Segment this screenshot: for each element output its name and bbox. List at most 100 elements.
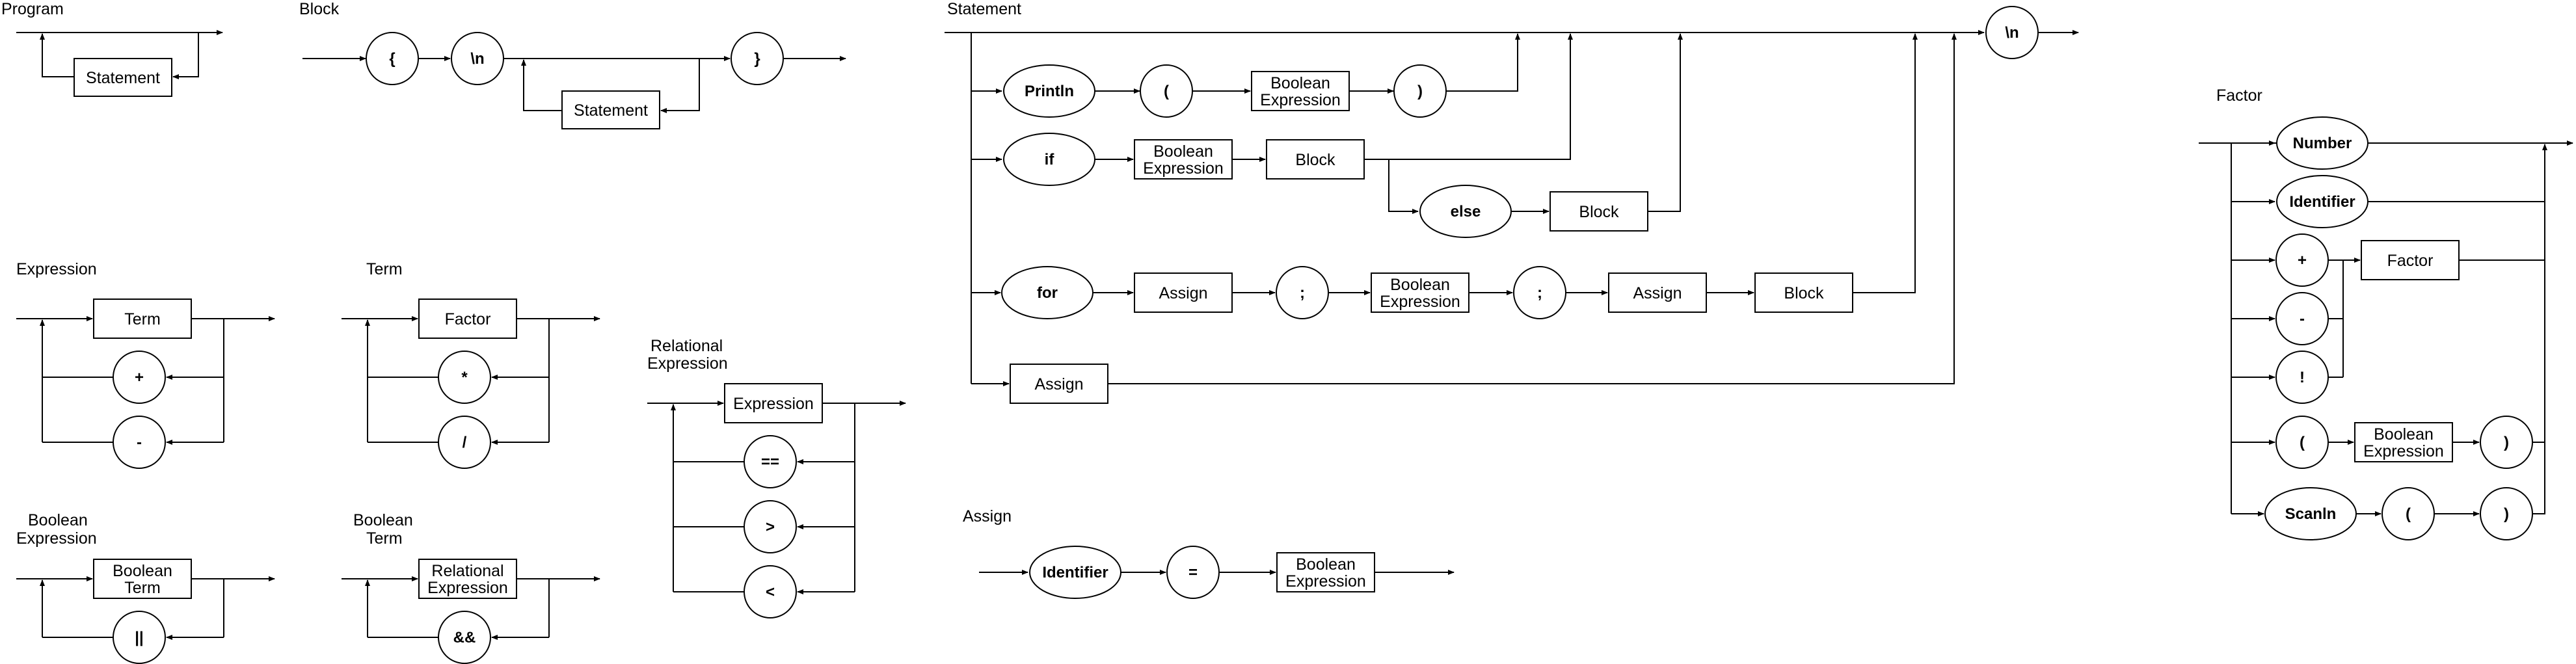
- term-divide-label: /: [463, 434, 467, 451]
- statement-if-block-box: [1266, 139, 1365, 179]
- factor-factor-box: [2361, 240, 2460, 280]
- statement-for-expression-box: [1371, 272, 1469, 313]
- assign-expression-box: [1276, 552, 1375, 592]
- relational-expression-diagram: Relational Expression Expression == > <: [647, 337, 906, 618]
- statement-title: Statement: [947, 0, 1021, 18]
- term-factor-box: [418, 299, 517, 339]
- statement-println-expression-box: [1251, 71, 1350, 111]
- boolean-term-relational-box: [418, 559, 517, 599]
- factor-diagram: Factor Number Identifier + - ! Factor: [2199, 86, 2573, 540]
- factor-expression-box: [2354, 422, 2453, 462]
- boolean-expression-term-line2: Term: [124, 579, 161, 597]
- statement-for-assign-label-2: Assign: [1633, 284, 1682, 302]
- factor-number-oval: [2276, 116, 2368, 170]
- relational-lt-label: <: [766, 583, 775, 601]
- factor-scan-open-paren-label: (: [2406, 505, 2411, 523]
- statement-for-expression-line1: Boolean: [1390, 276, 1450, 294]
- statement-if-expression-line2: Expression: [1143, 159, 1224, 178]
- factor-scan-close-paren-label: ): [2504, 505, 2509, 523]
- statement-println-expression-line2: Expression: [1260, 91, 1341, 109]
- factor-identifier-label: Identifier: [2289, 193, 2355, 211]
- statement-for-expression-line2: Expression: [1380, 293, 1460, 311]
- program-diagram: Program Statement: [1, 0, 223, 97]
- block-title: Block: [299, 0, 340, 18]
- relational-title-line1: Relational: [651, 337, 723, 355]
- factor-title: Factor: [2216, 86, 2262, 105]
- statement-assign-label: Assign: [1034, 375, 1083, 393]
- expression-title: Expression: [16, 260, 97, 278]
- assign-expression-line2: Expression: [1285, 572, 1366, 591]
- relational-title-line2: Expression: [647, 354, 728, 373]
- term-factor-label: Factor: [445, 310, 491, 328]
- program-statement-label: Statement: [86, 69, 160, 87]
- expression-diagram: Expression Term + -: [16, 260, 275, 469]
- assign-identifier-label: Identifier: [1042, 564, 1108, 581]
- relational-expression-box: [724, 383, 823, 423]
- boolean-expression-term-box: [93, 559, 192, 599]
- block-diagram: Block { \n Statement }: [299, 0, 846, 129]
- statement-for-assign-box-2: [1608, 272, 1707, 313]
- boolean-expression-title-line2: Expression: [16, 529, 97, 548]
- expression-minus-label: -: [137, 434, 142, 451]
- assign-equals-label: =: [1188, 564, 1198, 581]
- statement-if-expression-line1: Boolean: [1153, 142, 1213, 161]
- assign-title: Assign: [963, 507, 1012, 525]
- boolean-term-title-line2: Term: [366, 529, 403, 548]
- factor-not-label: !: [2300, 369, 2305, 386]
- statement-for-label: for: [1037, 284, 1058, 302]
- expression-plus-label: +: [135, 369, 144, 386]
- relational-expression-label: Expression: [733, 395, 814, 413]
- statement-for-block-box: [1754, 272, 1853, 313]
- term-multiply-label: *: [461, 369, 468, 386]
- statement-println-expression-line1: Boolean: [1270, 74, 1330, 92]
- factor-expression-line1: Boolean: [2374, 425, 2434, 444]
- factor-number-label: Number: [2293, 135, 2352, 152]
- statement-if-label: if: [1045, 151, 1055, 168]
- boolean-term-title-line1: Boolean: [353, 511, 413, 529]
- term-title: Term: [366, 260, 403, 278]
- statement-else-label: else: [1451, 203, 1481, 220]
- statement-else-block-label: Block: [1579, 203, 1619, 221]
- factor-factor-label: Factor: [2387, 252, 2434, 270]
- statement-println-label: Println: [1025, 83, 1074, 100]
- statement-diagram: Statement \n Println ( Boolean Expressio…: [945, 0, 2079, 404]
- program-title: Program: [1, 0, 64, 18]
- factor-minus-label: -: [2300, 310, 2305, 328]
- boolean-term-relational-line2: Expression: [427, 579, 508, 597]
- block-open-brace-label: {: [389, 50, 395, 68]
- block-close-brace-label: }: [754, 50, 760, 68]
- factor-scanln-label: Scanln: [2285, 505, 2337, 523]
- statement-for-semicolon-1-label: ;: [1300, 284, 1305, 302]
- expression-term-label: Term: [124, 310, 161, 328]
- statement-for-assign-box-1: [1134, 272, 1233, 313]
- block-statement-label: Statement: [574, 101, 648, 120]
- assign-diagram: Assign Identifier = Boolean Expression: [963, 507, 1455, 599]
- boolean-expression-term-line1: Boolean: [113, 562, 172, 580]
- boolean-term-and-label: &&: [453, 629, 476, 646]
- block-newline-label: \n: [470, 50, 484, 68]
- assign-expression-line1: Boolean: [1296, 555, 1356, 574]
- relational-eq-label: ==: [761, 453, 779, 471]
- factor-expression-line2: Expression: [2363, 442, 2444, 460]
- statement-if-block-label: Block: [1295, 151, 1335, 169]
- factor-open-paren-label: (: [2300, 434, 2305, 451]
- program-statement-box: [74, 58, 172, 97]
- relational-gt-label: >: [766, 518, 775, 536]
- statement-if-expression-box: [1134, 139, 1233, 179]
- boolean-term-diagram: Boolean Term Relational Expression &&: [342, 511, 600, 664]
- factor-close-paren-label: ): [2504, 434, 2509, 451]
- boolean-expression-diagram: Boolean Expression Boolean Term ||: [16, 511, 275, 664]
- statement-println-close-paren-label: ): [1417, 83, 1423, 100]
- boolean-expression-or-label: ||: [135, 629, 143, 646]
- statement-for-block-label: Block: [1784, 284, 1824, 302]
- term-diagram: Term Factor * /: [342, 260, 600, 469]
- statement-for-assign-label-1: Assign: [1159, 284, 1207, 302]
- boolean-expression-title-line1: Boolean: [28, 511, 88, 529]
- statement-for-semicolon-2-label: ;: [1537, 284, 1542, 302]
- statement-assign-box: [1010, 364, 1108, 404]
- statement-println-open-paren-label: (: [1164, 83, 1169, 100]
- statement-newline-label: \n: [2005, 24, 2019, 42]
- boolean-term-relational-line1: Relational: [431, 562, 503, 580]
- factor-plus-label: +: [2298, 252, 2307, 269]
